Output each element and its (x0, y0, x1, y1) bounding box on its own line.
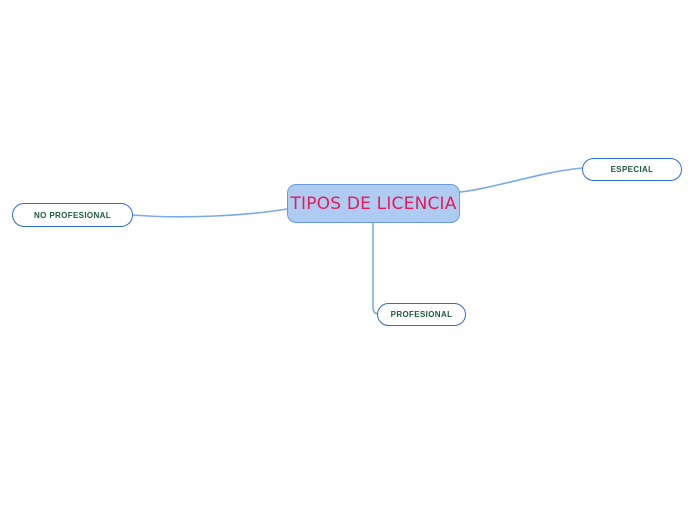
mindmap-node-no-profesional-label: NO PROFESIONAL (34, 210, 111, 220)
mindmap-node-especial-label: ESPECIAL (610, 165, 654, 174)
mindmap-node-profesional-label: PROFESIONAL (390, 310, 453, 319)
mindmap-node-no-profesional[interactable]: NO PROFESIONAL (12, 203, 133, 227)
mindmap-root-label: TIPOS DE LICENCIA (290, 193, 457, 214)
connector-root-to-no-profesional (132, 208, 288, 218)
mindmap-root-node[interactable]: TIPOS DE LICENCIA (287, 184, 460, 223)
mindmap-node-profesional[interactable]: PROFESIONAL (377, 303, 466, 326)
mindmap-node-especial[interactable]: ESPECIAL (582, 158, 682, 181)
connector-root-to-profesional (372, 222, 381, 315)
connector-root-to-especial (459, 167, 583, 193)
